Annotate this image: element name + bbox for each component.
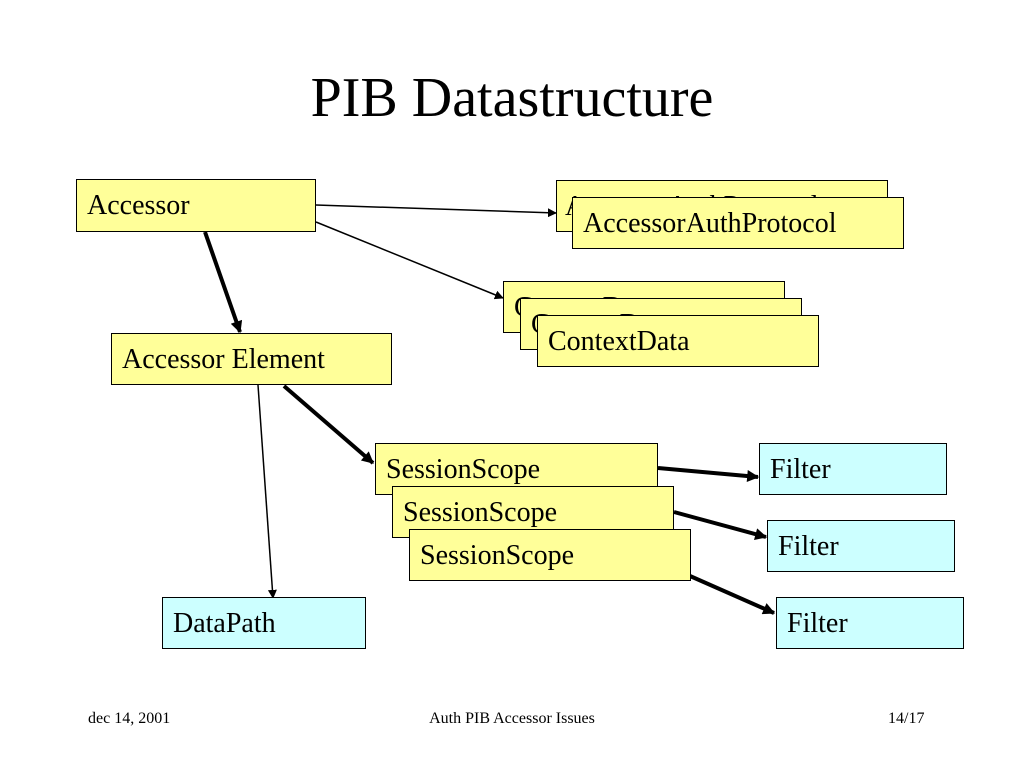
arrow-accessor-to-contextdata — [315, 221, 504, 300]
arrow-element-to-datapath — [257, 384, 277, 599]
arrow-accessor-to-authprotocol — [315, 204, 557, 218]
filter-box-1: Filter — [759, 443, 947, 495]
session-scope-box-3: SessionScope — [409, 529, 691, 581]
arrow-accessor-to-element — [203, 231, 243, 334]
arrow-element-to-sessionscope — [282, 384, 375, 465]
footer-page-number: 14/17 — [888, 710, 925, 727]
slide-title: PIB Datastructure — [310, 67, 714, 129]
filter-box-3: Filter — [776, 597, 964, 649]
filter-box-2: Filter — [767, 520, 955, 572]
arrow-sessionscope-to-filter-3 — [689, 574, 776, 615]
data-path-box: DataPath — [162, 597, 366, 649]
arrow-sessionscope-to-filter-1 — [657, 466, 760, 483]
footer-presentation-title: Auth PIB Accessor Issues — [429, 710, 595, 727]
accessor-auth-protocol-box: AccessorAuthProtocol — [572, 197, 904, 249]
accessor-box: Accessor — [76, 179, 316, 232]
arrow-sessionscope-to-filter-2 — [673, 510, 768, 540]
context-data-box: ContextData — [537, 315, 819, 367]
footer-date: dec 14, 2001 — [88, 710, 171, 727]
accessor-element-box: Accessor Element — [111, 333, 392, 385]
